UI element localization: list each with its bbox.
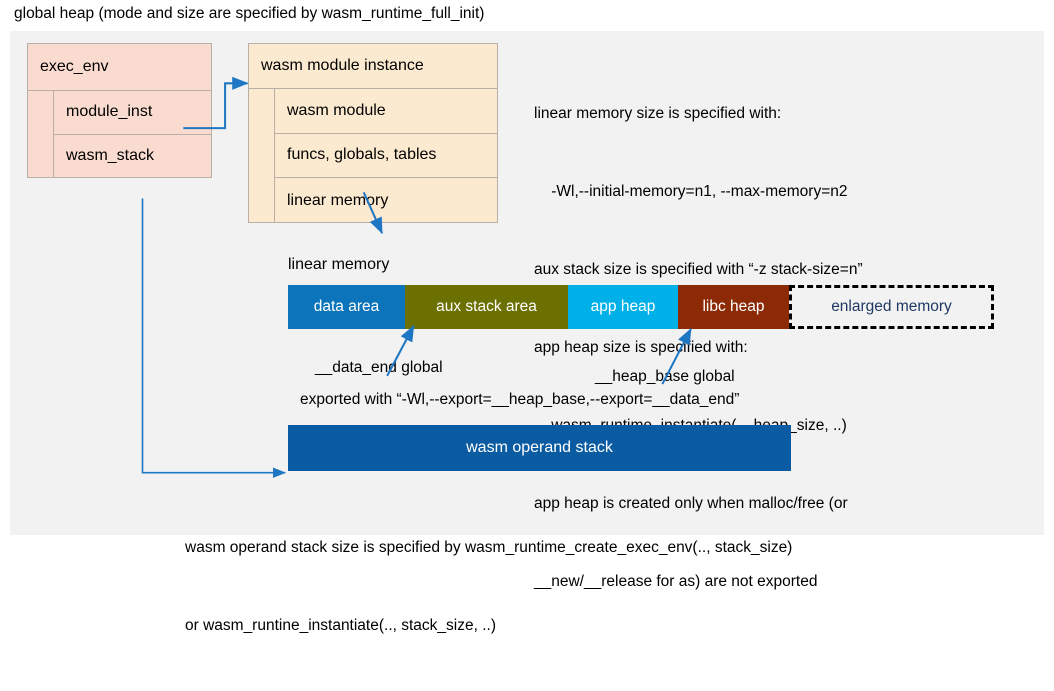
wasm-module-instance-body: wasm module funcs, globals, tables linea… (249, 89, 497, 223)
linear-memory-label: linear memory (288, 256, 390, 273)
memory-segment-libc-heap: libc heap (678, 285, 789, 329)
note-line-6: app heap is created only when malloc/fre… (534, 495, 848, 512)
wasm-module-instance-header: wasm module instance (249, 44, 497, 89)
memory-segment-aux-stack-area: aux stack area (405, 285, 568, 329)
operand-stack-note-line-1: wasm operand stack size is specified by … (185, 539, 793, 556)
field-funcs-globals-tables: funcs, globals, tables (275, 134, 497, 179)
wasm-module-instance-gutter (249, 89, 275, 223)
exec-env-box: exec_env module_inst wasm_stack (27, 43, 212, 178)
note-line-1: linear memory size is specified with: (534, 105, 782, 122)
note-line-2: -Wl,--initial-memory=n1, --max-memory=n2 (534, 183, 848, 200)
note-line-3: aux stack size is specified with “-z sta… (534, 261, 863, 278)
exec-env-field-list: module_inst wasm_stack (54, 91, 211, 178)
arrow-wasm-stack-to-operand-stack (141, 198, 287, 478)
field-linear-memory: linear memory (287, 191, 389, 209)
wasm-module-instance-box: wasm module instance wasm module funcs, … (248, 43, 498, 223)
annotation-heap-base: __heap_base global (595, 368, 735, 385)
exec-env-gutter (28, 91, 54, 178)
wasm-module-instance-field-list: wasm module funcs, globals, tables linea… (275, 89, 497, 223)
memory-segment-data-area: data area (288, 285, 405, 329)
memory-segment-enlarged-memory: enlarged memory (789, 285, 994, 329)
note-line-4: app heap size is specified with: (534, 339, 748, 356)
operand-stack-note-line-2: or wasm_runtine_instantiate(.., stack_si… (185, 617, 496, 634)
operand-stack-note: wasm operand stack size is specified by … (185, 483, 792, 691)
wasm-operand-stack-bar: wasm operand stack (288, 425, 791, 471)
annotation-data-end: __data_end global (315, 359, 443, 376)
annotation-exported-with: exported with “-Wl,--export=__heap_base,… (300, 391, 740, 408)
field-wasm-module: wasm module (275, 89, 497, 134)
exec-env-field-module-inst: module_inst (54, 91, 211, 135)
memory-segment-app-heap: app heap (568, 285, 678, 329)
exec-env-body: module_inst wasm_stack (28, 91, 211, 178)
exec-env-field-wasm-stack: wasm_stack (66, 147, 155, 165)
exec-env-header: exec_env (28, 44, 211, 91)
page-title: global heap (mode and size are specified… (14, 5, 485, 22)
global-heap-panel: exec_env module_inst wasm_stack wasm mod… (10, 31, 1044, 634)
